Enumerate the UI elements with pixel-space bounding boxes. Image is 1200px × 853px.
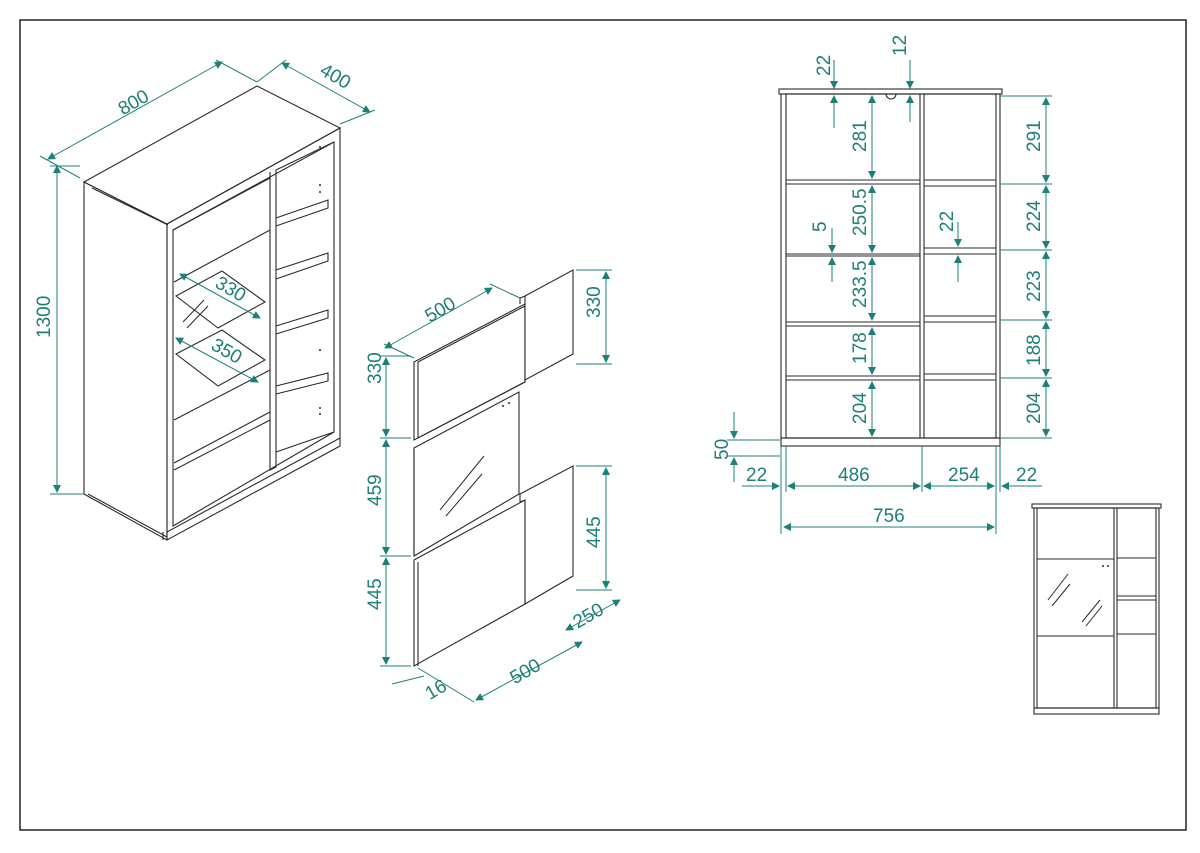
left-compartment-3-label: 233.5: [850, 260, 871, 308]
shelf-thickness-label: 5: [810, 221, 831, 232]
left-compartment-4-label: 178: [850, 332, 871, 364]
left-compartment-1-label: 281: [850, 120, 871, 152]
top-offset-right-label: 12: [890, 35, 911, 56]
width-dimension-label: 800: [115, 86, 153, 120]
isometric-cabinet: [82, 85, 342, 541]
middle-door-height-label: 459: [365, 474, 386, 506]
sheet-border: [19, 19, 1187, 831]
left-width-label: 486: [838, 465, 870, 486]
side-right-width-label: 22: [1016, 465, 1037, 486]
thickness-label: 16: [422, 676, 451, 705]
left-compartment-2-label: 250.5: [850, 188, 871, 236]
right-shelf-thickness-label: 22: [937, 211, 958, 232]
side-left-width-label: 22: [746, 465, 767, 486]
bottom-side-panel: [519, 465, 574, 605]
shelf-depth-label-2: 350: [207, 335, 245, 369]
right-compartment-4-label: 188: [1024, 334, 1045, 366]
bottom-door-height-label: 445: [365, 578, 386, 610]
top-door-width-label: 500: [422, 293, 460, 327]
right-compartment-3-label: 223: [1024, 270, 1045, 302]
depth-dimension-label: 400: [316, 60, 354, 94]
left-compartment-5-label: 204: [850, 392, 871, 424]
shelf-depth-label-1: 330: [211, 273, 249, 307]
right-compartment-1-label: 291: [1024, 120, 1045, 152]
cabinet-side-panel: [83, 181, 168, 541]
top-side-height-label: 330: [584, 286, 605, 318]
front-view-dimensions: 22 12 281 250.5 233.5 178 204 5 22: [712, 35, 1052, 534]
bottom-side-height-label: 445: [584, 516, 605, 548]
right-compartment-2-label: 224: [1024, 200, 1045, 232]
right-width-label: 254: [948, 465, 980, 486]
height-dimension-label: 1300: [34, 296, 55, 338]
front-view: [778, 88, 1003, 447]
front-elevation-with-doors: [1031, 503, 1162, 715]
top-offset-left-label: 22: [814, 55, 835, 76]
bottom-depth-label: 250: [570, 599, 608, 633]
doors-dimensions: 500 330 330 459 445 445 250 500 16: [365, 269, 621, 705]
top-side-panel: [524, 269, 574, 381]
plinth-height-label: 50: [712, 439, 733, 460]
bottom-width-label: 500: [507, 655, 545, 689]
right-compartment-5-label: 204: [1024, 392, 1045, 424]
top-door-height-label: 330: [365, 352, 386, 384]
doors-exploded-view: [413, 269, 574, 667]
total-width-label: 756: [873, 506, 905, 527]
